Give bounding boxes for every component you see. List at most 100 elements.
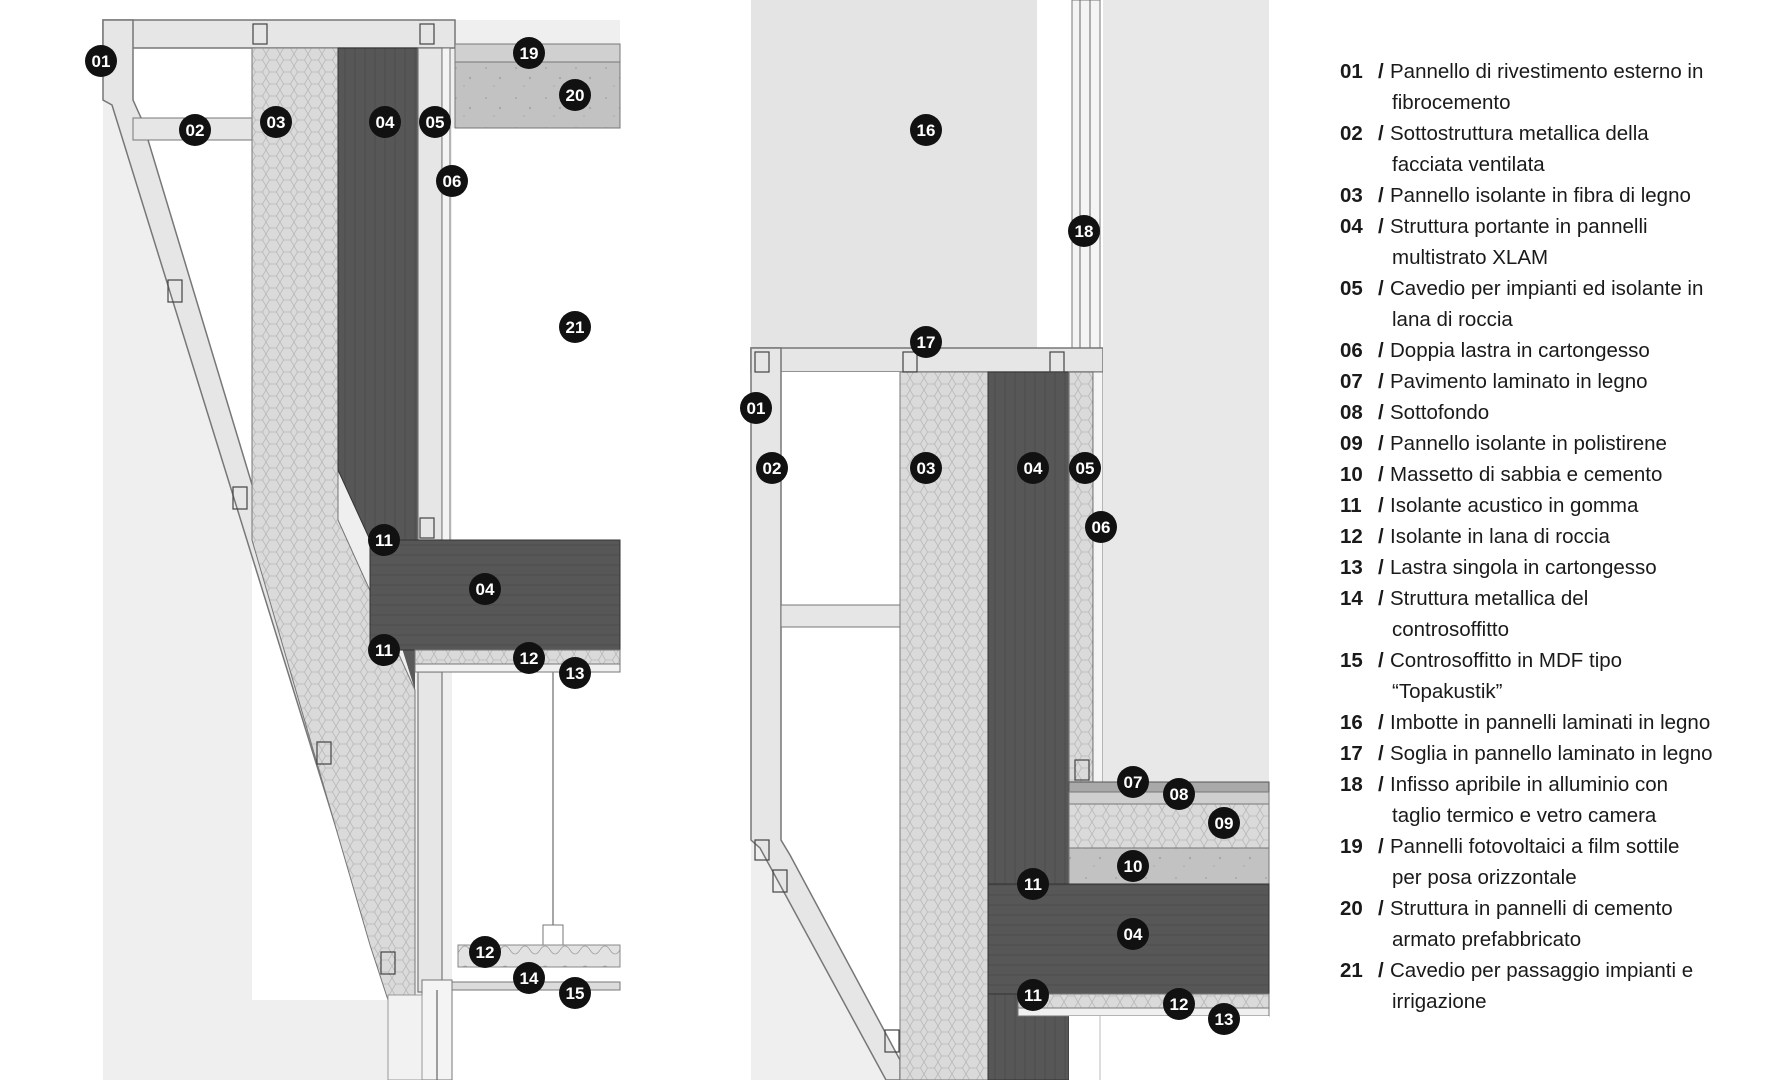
right-section-tags: 16 18 17 01 02 03 04 05 06 07 08 09 10 1… (740, 114, 1240, 1035)
tag-05: 05 (419, 106, 451, 138)
svg-text:13: 13 (566, 664, 585, 683)
legend-separator: / (1378, 959, 1384, 982)
tag-18: 18 (1068, 215, 1100, 247)
legend-description: Pavimento laminato in legno (1390, 366, 1780, 397)
legend-separator: / (1378, 587, 1384, 610)
legend-separator: / (1378, 525, 1384, 548)
legend-item-15: 15/Controsoffitto in MDF tipo“Topakustik… (1340, 645, 1780, 707)
legend-description-line: Isolante acustico in gomma (1390, 494, 1639, 517)
legend-item-02: 02 / Sottostruttura metallica della facciat… (1340, 118, 1780, 180)
svg-text:04: 04 (1024, 459, 1043, 478)
legend-item-11: 11/Isolante acustico in gomma (1340, 490, 1780, 521)
svg-text:16: 16 (917, 121, 936, 140)
legend-separator: / (1378, 122, 1384, 145)
legend-description-line: facciata ventilata (1392, 153, 1545, 176)
tag-01: 01 (85, 45, 117, 77)
legend-separator: / (1378, 556, 1384, 579)
svg-text:11: 11 (1024, 986, 1042, 1005)
svg-text:09: 09 (1215, 814, 1234, 833)
legend-description-line: Cavedio per impianti ed isolante in (1390, 277, 1704, 300)
svg-text:06: 06 (1092, 518, 1111, 537)
legend-item-06: 06/Doppia lastra in cartongesso (1340, 335, 1780, 366)
legend-separator: / (1378, 370, 1384, 393)
tag-04b: 04 (1117, 918, 1149, 950)
legend-description-line: Lastra singola in cartongesso (1390, 556, 1657, 579)
right-clip (1049, 351, 1065, 373)
legend-separator: / (1378, 773, 1384, 796)
svg-text:04: 04 (1124, 925, 1143, 944)
left-interior-cavity (452, 128, 620, 540)
tag-21: 21 (559, 311, 591, 343)
tag-17: 17 (910, 326, 942, 358)
legend-description-line: Infisso apribile in alluminio con (1390, 773, 1669, 796)
legend-description-line: Sottostruttura metallica della (1390, 122, 1649, 145)
legend-number: 18 (1340, 773, 1363, 796)
legend-number: 04 (1340, 215, 1363, 238)
legend-number: 01 (1340, 60, 1363, 83)
svg-text:07: 07 (1124, 773, 1143, 792)
legend-description-line: Doppia lastra in cartongesso (1390, 339, 1650, 362)
left-room-below (452, 672, 620, 1080)
right-clip (754, 351, 770, 373)
right-substructure-rail (780, 604, 901, 628)
svg-text:15: 15 (566, 984, 585, 1003)
legend-separator: / (1378, 897, 1384, 920)
legend-number: 03 (1340, 184, 1363, 207)
legend-item-12: 12/Isolante in lana di roccia (1340, 521, 1780, 552)
legend-description-line: Sottofondo (1390, 401, 1490, 424)
right-clip (884, 1029, 900, 1053)
legend-description: Pannello isolante in fibra di legno (1390, 180, 1780, 211)
legend-description: Massetto di sabbia e cemento (1390, 459, 1780, 490)
svg-text:03: 03 (267, 113, 286, 132)
left-clip (419, 517, 435, 539)
right-interior-room (1103, 0, 1269, 782)
svg-text:03: 03 (917, 459, 936, 478)
legend-description-line: taglio termico e vetro camera (1392, 804, 1657, 827)
left-clip (167, 279, 183, 303)
legend-description-line: Pannello isolante in polistirene (1390, 432, 1667, 455)
svg-text:04: 04 (476, 580, 495, 599)
left-section-tags: 01 02 03 04 05 06 19 20 21 11 04 11 12 1… (85, 37, 591, 1009)
legend-number: 02 (1340, 122, 1363, 145)
tag-13: 13 (559, 657, 591, 689)
legend-number: 07 (1340, 370, 1363, 393)
legend-number: 10 (1340, 463, 1363, 486)
legend-separator: / (1378, 711, 1384, 734)
legend-description: Sottostruttura metallica della facciata v… (1390, 118, 1780, 180)
left-concrete-slab (454, 61, 621, 129)
legend-description-line: Struttura metallica del (1390, 587, 1589, 610)
legend-description-line: armato prefabbricato (1392, 928, 1582, 951)
svg-text:20: 20 (566, 86, 585, 105)
tag-16: 16 (910, 114, 942, 146)
legend-item-16: 16/Imbotte in pannelli laminati in legno (1340, 707, 1780, 738)
legend-separator: / (1378, 649, 1384, 672)
right-section (750, 0, 1270, 1080)
svg-text:14: 14 (520, 969, 539, 988)
tag-01: 01 (740, 392, 772, 424)
legend-description-line: “Topakustik” (1392, 680, 1503, 703)
legend-description: Imbotte in pannelli laminati in legno (1390, 707, 1780, 738)
legend-description-line: irrigazione (1392, 990, 1487, 1013)
legend-description-line: Massetto di sabbia e cemento (1390, 463, 1663, 486)
legend-separator: / (1378, 60, 1384, 83)
legend-separator: / (1378, 339, 1384, 362)
legend-description-line: Isolante in lana di roccia (1390, 525, 1610, 548)
left-clip (380, 951, 396, 975)
right-clip (1074, 759, 1090, 781)
svg-text:05: 05 (1076, 459, 1095, 478)
legend-description-line: multistrato XLAM (1392, 246, 1549, 269)
tag-06: 06 (436, 165, 468, 197)
legend-number: 14 (1340, 587, 1363, 610)
svg-text:01: 01 (747, 399, 766, 418)
legend-description: Sottofondo (1390, 397, 1780, 428)
left-clip (316, 741, 332, 765)
left-clip (419, 23, 435, 45)
tag-11: 11 (368, 524, 400, 556)
legend-description: Pannello isolante in polistirene (1390, 428, 1780, 459)
svg-text:17: 17 (917, 333, 936, 352)
